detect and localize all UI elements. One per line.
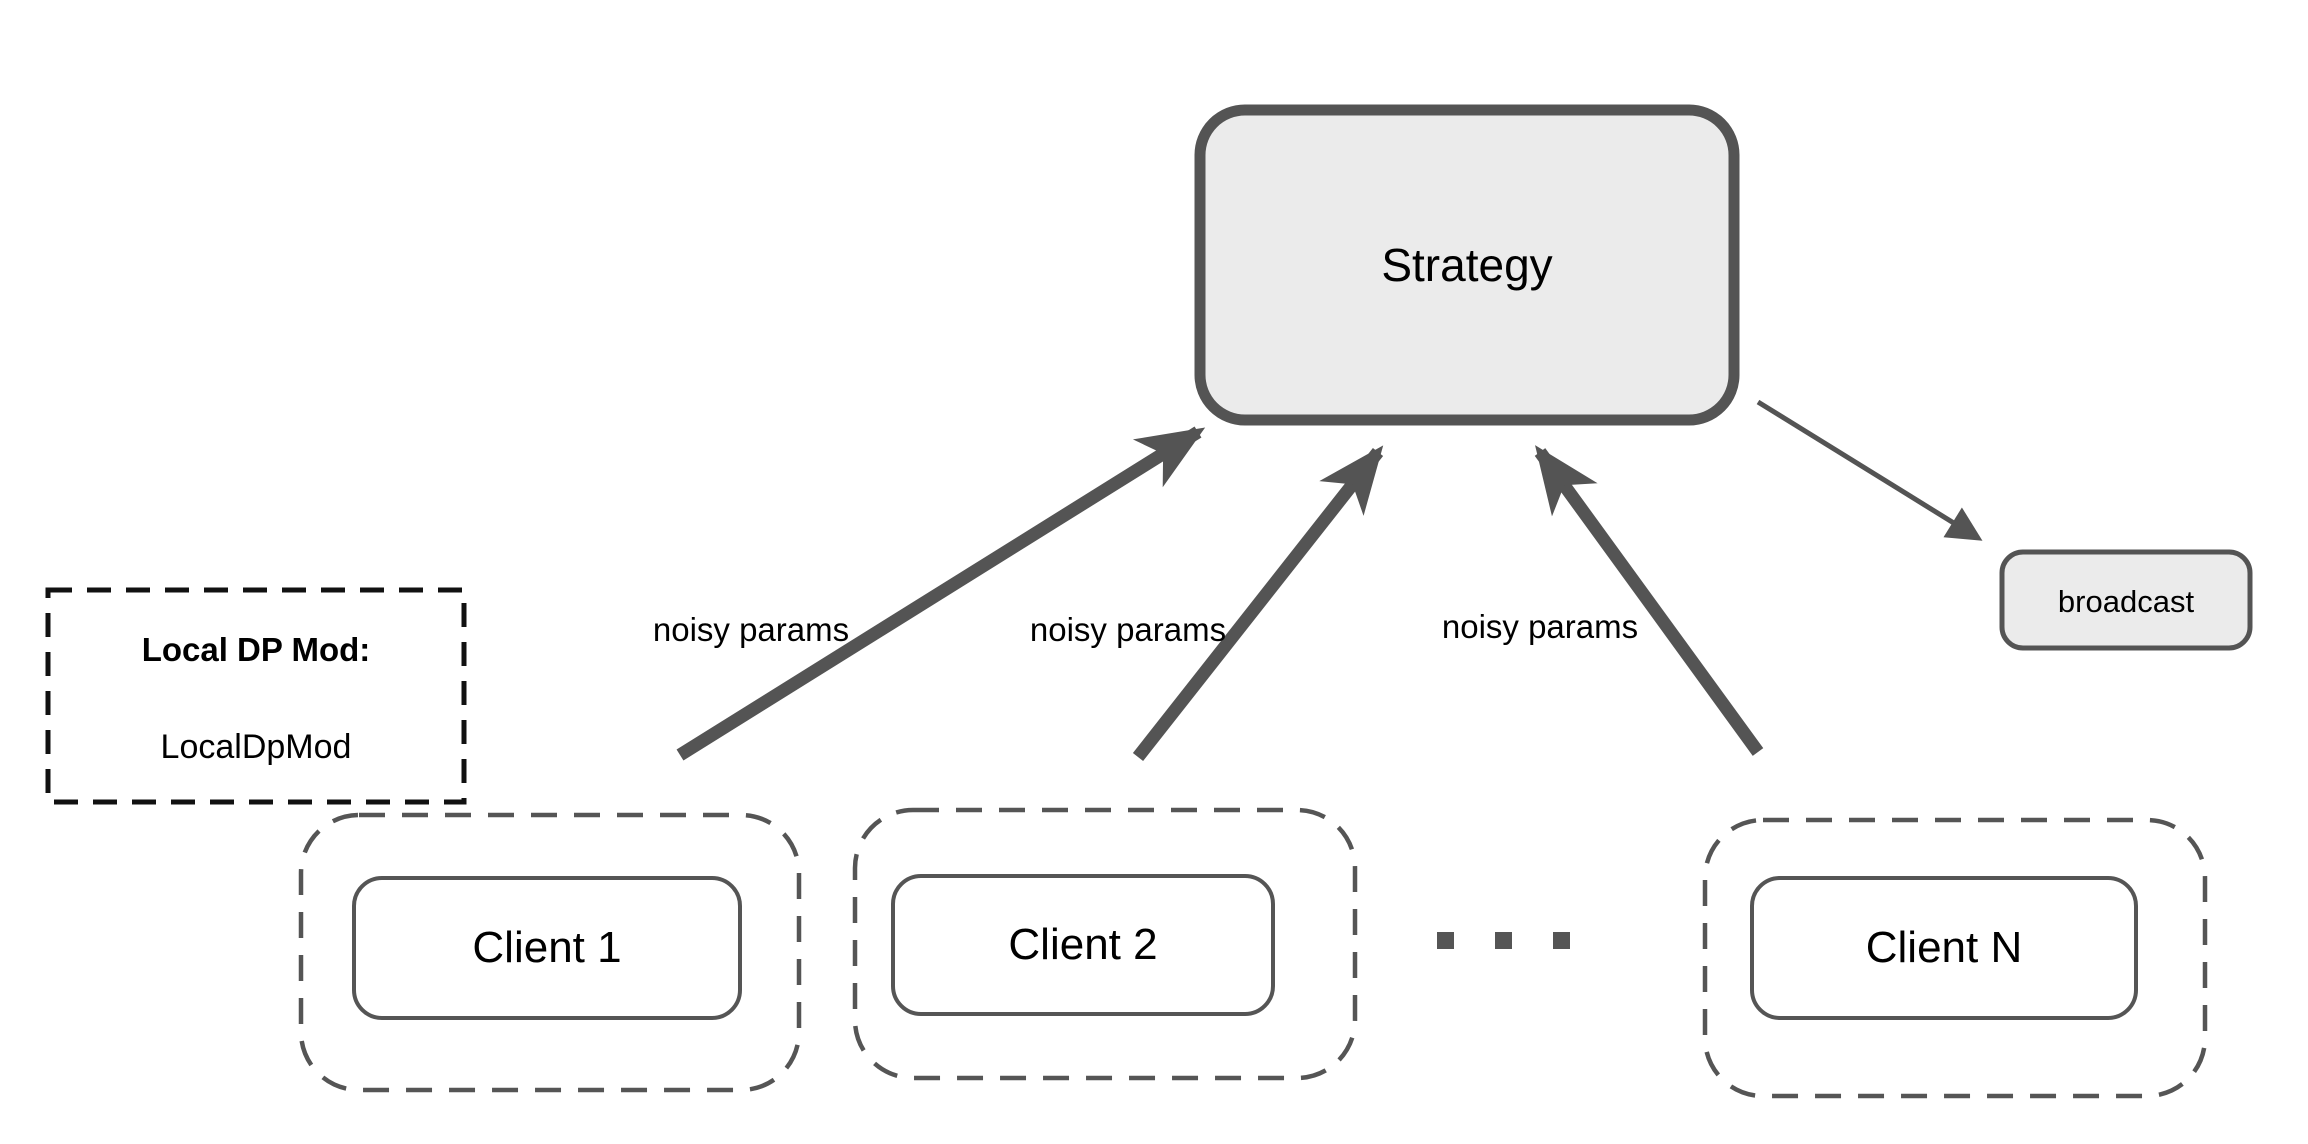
arrow-clientN-to-strategy <box>1534 445 1764 756</box>
broadcast-node <box>1999 549 2253 651</box>
local-dp-mod-title: Local DP Mod: <box>142 631 371 668</box>
client-n-dashed-container <box>1702 817 2208 1099</box>
local-dp-mod-box <box>45 587 467 805</box>
client-2-label: Client 2 <box>1008 920 1157 969</box>
client-2-dashed-container <box>852 807 1358 1081</box>
broadcast-label: broadcast <box>2058 584 2195 619</box>
arrow-client2-to-strategy <box>1132 445 1384 762</box>
ellipsis-dot-3 <box>1553 932 1570 949</box>
client-1-dashed-container <box>298 812 802 1093</box>
ellipsis-dot-2 <box>1495 932 1512 949</box>
client-n-node <box>1750 876 2138 1020</box>
ellipsis-dot-1 <box>1437 932 1454 949</box>
noisy-params-label-3: noisy params <box>1442 608 1638 645</box>
ellipsis-dots <box>1437 932 1570 949</box>
arrow-client1-to-strategy <box>676 426 1206 761</box>
strategy-node <box>1194 104 1740 426</box>
strategy-label: Strategy <box>1381 239 1552 291</box>
local-dp-mod-value: LocalDpMod <box>161 728 352 766</box>
client-1-node <box>352 876 742 1020</box>
client-group-n: Client N <box>1702 817 2208 1099</box>
client-1-label: Client 1 <box>472 923 621 972</box>
noisy-params-label-1: noisy params <box>653 611 849 648</box>
client-group-1: Client 1 <box>298 812 802 1093</box>
noisy-params-label-2: noisy params <box>1030 611 1226 648</box>
client-n-label: Client N <box>1866 923 2023 972</box>
client-2-node <box>891 874 1275 1016</box>
client-group-2: Client 2 <box>852 807 1358 1081</box>
arrow-strategy-to-broadcast <box>1756 399 1983 541</box>
